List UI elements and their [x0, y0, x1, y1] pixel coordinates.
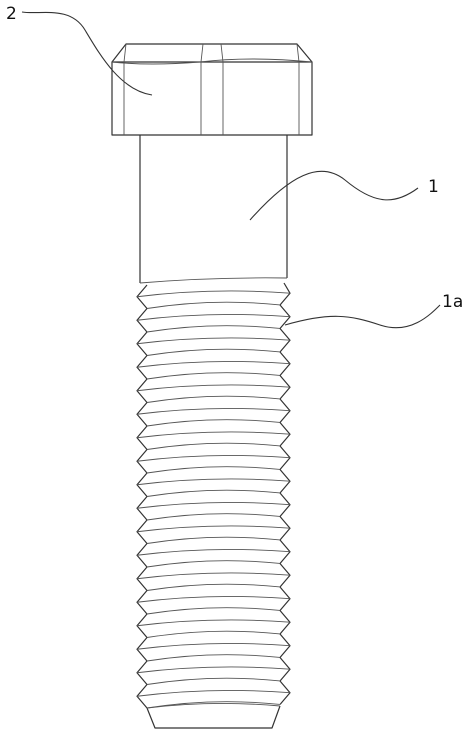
threaded-portion: [136, 282, 291, 729]
thread-root: [146, 419, 281, 427]
thread-left-profile: [136, 284, 148, 709]
thread-root: [146, 348, 281, 356]
thread-crest: [136, 361, 291, 368]
bolt-tip: [146, 705, 281, 729]
thread-root: [146, 301, 281, 309]
thread-root: [146, 395, 281, 403]
thread-root: [146, 701, 281, 709]
thread-root: [146, 536, 281, 544]
thread-crest: [136, 690, 291, 697]
leader-line-head: [21, 11, 153, 96]
bolt-tip-edge: [146, 702, 281, 709]
thread-crest: [136, 314, 291, 321]
thread-crest: [136, 502, 291, 509]
leader-line-shank: [249, 170, 419, 221]
thread-crest: [136, 431, 291, 439]
thread-crest: [136, 290, 291, 298]
thread-root: [146, 372, 281, 380]
thread-root: [146, 630, 281, 638]
bolt-shank: [139, 135, 288, 284]
thread-crest: [136, 455, 291, 462]
thread-crest: [136, 549, 291, 556]
leader-lines: [21, 11, 441, 329]
thread-root: [146, 513, 281, 521]
thread-crest: [136, 572, 291, 580]
label-head: 2: [6, 4, 17, 24]
bolt-head: [111, 43, 313, 136]
label-thread: 1a: [442, 292, 463, 312]
thread-root: [146, 442, 281, 450]
thread-crest: [136, 643, 291, 650]
thread-crest: [136, 666, 291, 674]
thread-root: [146, 607, 281, 615]
thread-root: [146, 325, 281, 333]
leader-line-thread: [284, 304, 441, 329]
thread-crest: [136, 619, 291, 627]
thread-root: [146, 466, 281, 474]
thread-root: [146, 677, 281, 685]
thread-crest: [136, 384, 291, 392]
thread-crest: [136, 408, 291, 415]
label-shank: 1: [428, 177, 439, 197]
thread-crest: [136, 525, 291, 533]
thread-root: [146, 489, 281, 497]
thread-root: [146, 583, 281, 591]
thread-root: [146, 654, 281, 662]
thread-crest: [136, 478, 291, 486]
thread-root: [146, 560, 281, 568]
thread-right-profile: [279, 282, 291, 705]
thread-crest: [136, 596, 291, 603]
thread-crest: [136, 337, 291, 345]
